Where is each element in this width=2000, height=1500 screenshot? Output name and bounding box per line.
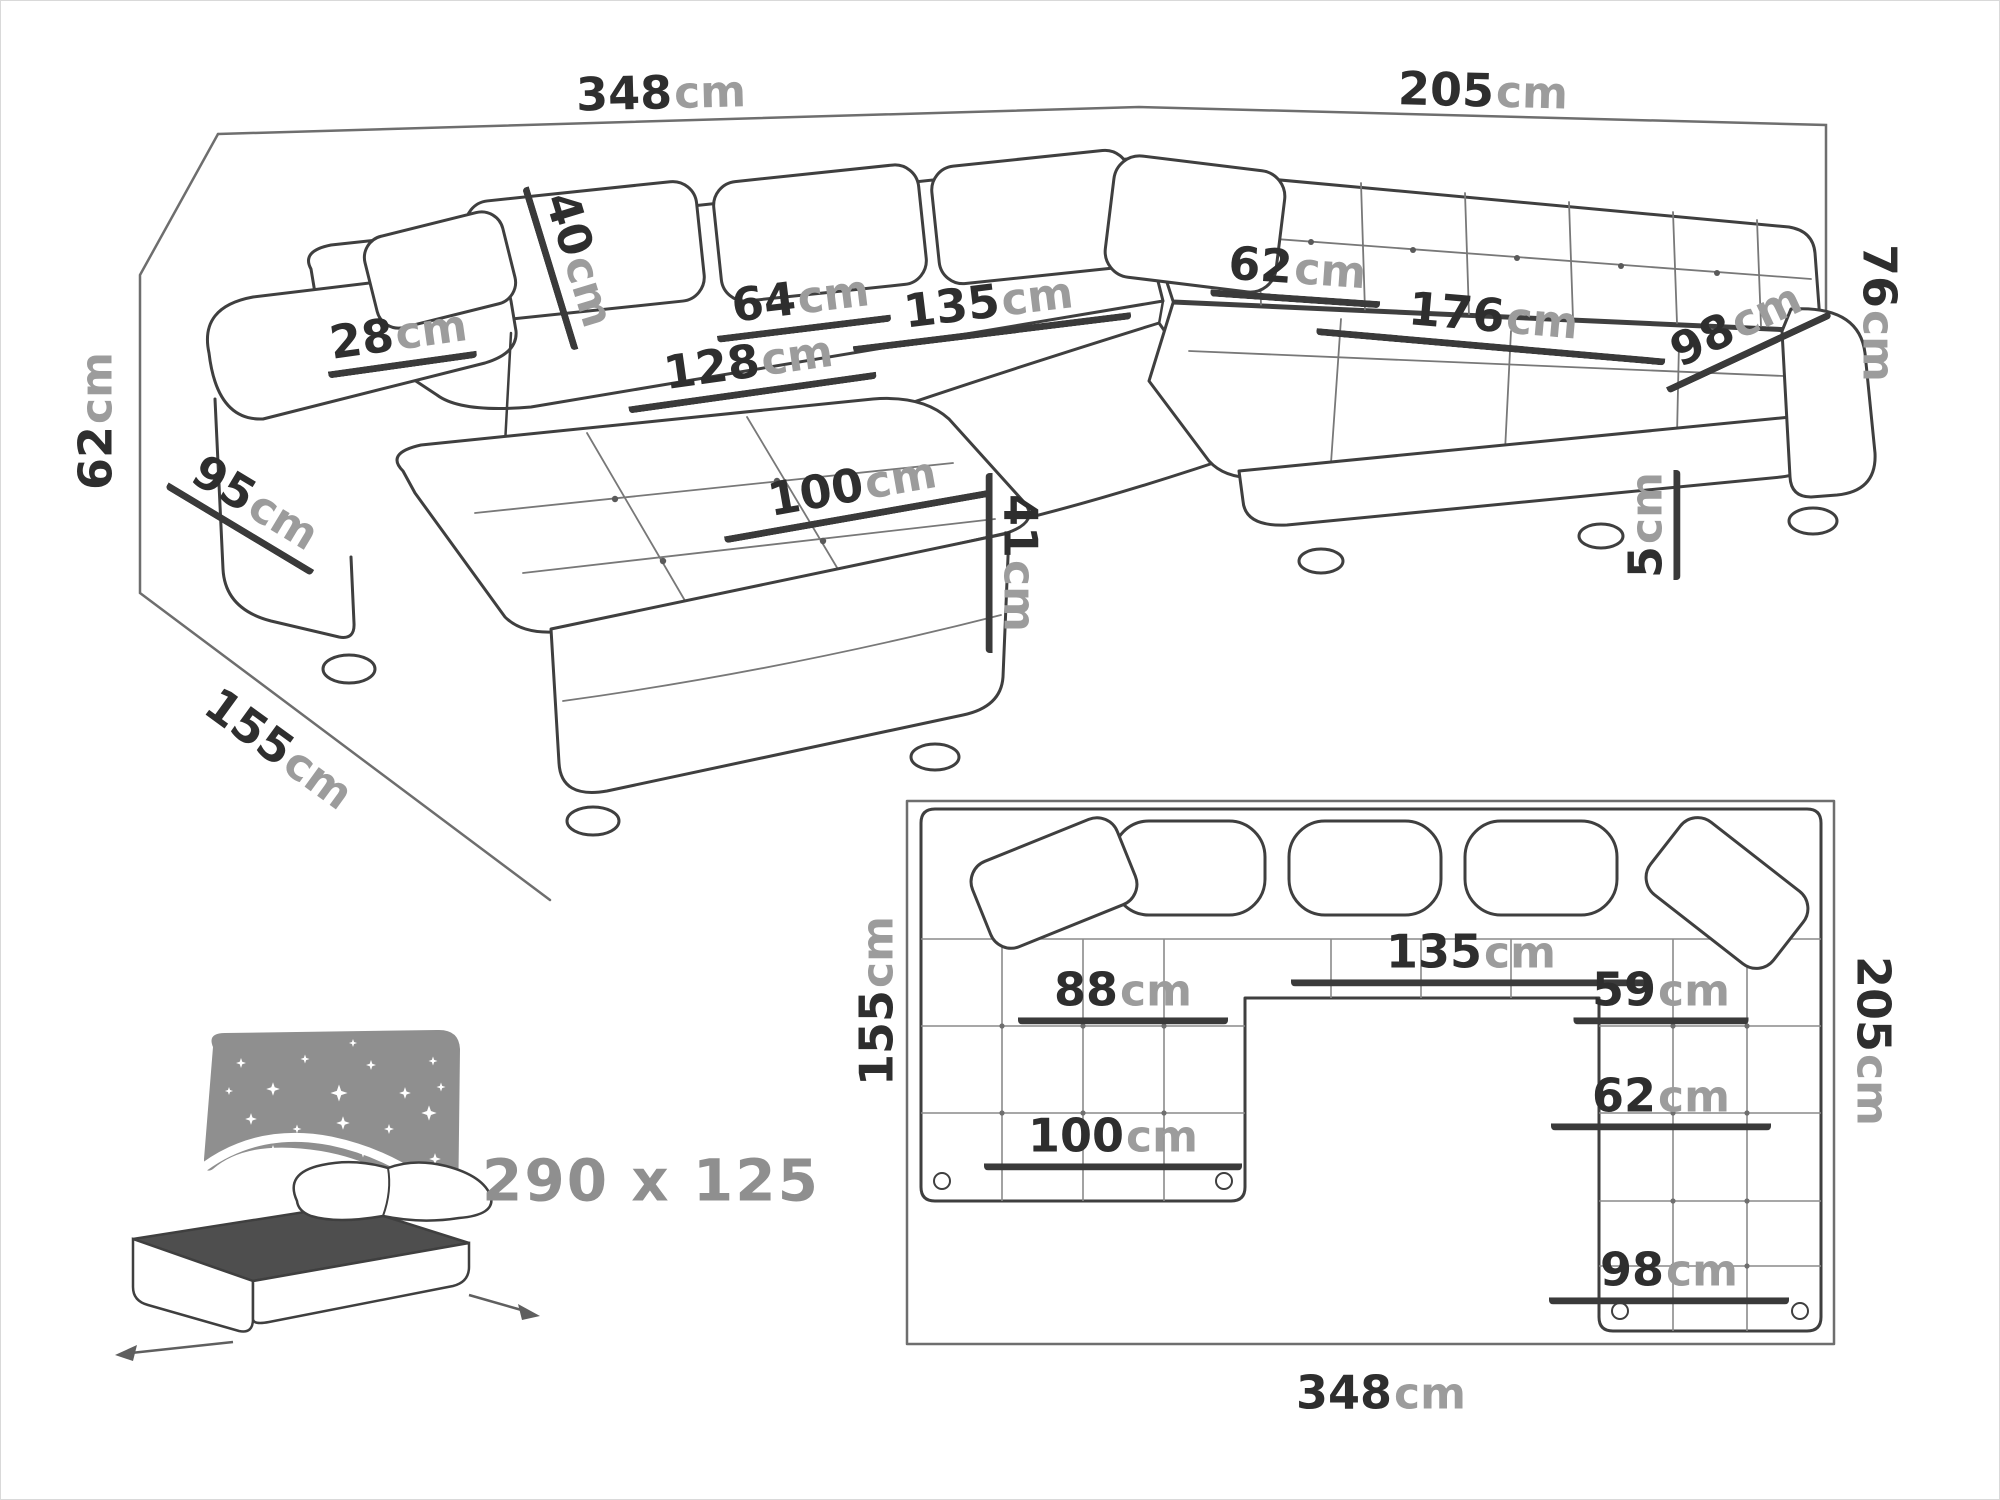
mattress-side	[251, 1241, 471, 1325]
dim-unit: cm	[998, 267, 1076, 327]
dim-unit: cm	[1852, 310, 1904, 382]
chaise-seat-top	[395, 396, 1031, 634]
foot-chaise-left	[565, 805, 621, 837]
unfold-arrow-right	[468, 1293, 526, 1313]
dim-value: 100	[1028, 1108, 1125, 1163]
dim-unit: cm	[860, 447, 941, 510]
dim-value: 28	[326, 307, 398, 370]
plan-dimension-frame	[905, 799, 1836, 1346]
mattress-front	[131, 1237, 255, 1333]
plan-back-cushion-1	[1111, 819, 1267, 917]
dim-unit: cm	[673, 66, 747, 120]
tuft-buttons-chaise	[611, 477, 827, 565]
foot-corner	[1577, 522, 1625, 550]
dim-value: 135	[1386, 924, 1483, 979]
right-armrest	[1780, 307, 1877, 499]
dimension-frame-lines	[138, 105, 1828, 902]
dim-value: 205	[1397, 61, 1495, 118]
plan-tuft-buttons	[999, 1023, 1750, 1269]
dim-value: 128	[660, 333, 763, 401]
sofa-perspective-drawing	[206, 148, 1877, 837]
foot-right-front	[1297, 547, 1345, 575]
sleep-function-icon	[115, 1029, 540, 1361]
foot-chaise-right	[909, 742, 961, 772]
plan-back-cushion-2	[1287, 819, 1443, 917]
back-cushion-corner	[1103, 154, 1287, 294]
dim-value: 135	[900, 273, 1003, 339]
pillow	[292, 1160, 493, 1222]
dim-unit: cm	[1504, 292, 1581, 350]
dim-unit: cm	[1658, 965, 1730, 1017]
dim-value: 62	[68, 425, 123, 490]
plan-back-cushion-3	[1463, 819, 1619, 917]
chaise-front-face	[549, 531, 1011, 794]
dim-unit: cm	[1120, 965, 1192, 1017]
sofa-plan-drawing	[905, 799, 1836, 1346]
dim-value: 176	[1406, 281, 1507, 344]
dim-value: 41	[993, 494, 1048, 559]
back-cushion-2	[712, 163, 928, 303]
dim-unit: cm	[1394, 1368, 1466, 1420]
dim-unit: cm	[1658, 1071, 1730, 1123]
sleeping-area-dimensions: 290 x 125	[482, 1146, 820, 1215]
dim-value: 76	[1852, 244, 1907, 309]
plan-foot-4	[1791, 1302, 1809, 1320]
dim-unit: cm	[71, 352, 123, 424]
dim-value: 62	[1592, 1068, 1657, 1123]
dim-value: 64	[728, 271, 799, 333]
dim-value: 88	[1054, 962, 1119, 1017]
dim-value: 348	[575, 65, 673, 122]
plan-foot-1	[933, 1172, 951, 1190]
dim-unit: cm	[1495, 66, 1569, 120]
chaise-seams	[474, 416, 996, 612]
plan-foot-2	[1215, 1172, 1233, 1190]
dim-unit: cm	[1126, 1111, 1198, 1163]
dim-unit: cm	[993, 560, 1045, 632]
foot-right-arm	[1787, 506, 1839, 536]
foot-left-arm	[321, 653, 377, 685]
dim-unit: cm	[852, 916, 904, 988]
dim-unit: cm	[1484, 927, 1556, 979]
dim-value: 98	[1600, 1242, 1665, 1297]
dim-value: 348	[1296, 1365, 1393, 1420]
left-armrest-body	[213, 397, 356, 639]
dim-value: 5	[1618, 545, 1673, 578]
dim-value: 62	[1226, 235, 1295, 295]
dim-value: 59	[1592, 962, 1657, 1017]
dim-unit: cm	[1666, 1245, 1738, 1297]
plan-corner-pillow-left	[969, 816, 1139, 950]
dim-unit: cm	[1621, 472, 1673, 544]
armrest-pillow	[362, 210, 518, 330]
sleeping-area-value: 290 x 125	[482, 1146, 820, 1215]
dim-unit: cm	[391, 300, 471, 361]
unfold-arrows	[115, 1293, 540, 1361]
dim-unit: cm	[1846, 1054, 1898, 1126]
dim-value: 155	[849, 989, 904, 1086]
plan-corner-pillow-right	[1644, 816, 1810, 970]
dim-value: 205	[1846, 956, 1901, 1053]
unfold-arrow-left	[130, 1340, 234, 1355]
plan-foot-3	[1611, 1302, 1629, 1320]
right-seat-seams	[1188, 318, 1808, 464]
dim-unit: cm	[757, 325, 837, 387]
